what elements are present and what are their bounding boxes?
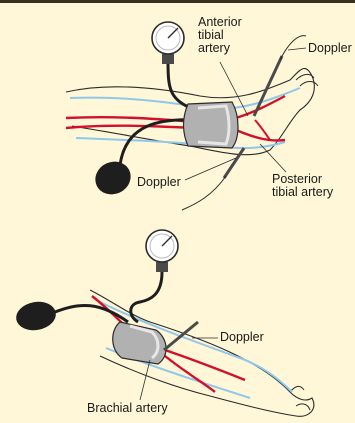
cuff-doppler-label: Doppler [137, 176, 181, 189]
posterior-tibial-artery-label: Posterior tibial artery [272, 173, 333, 199]
arm-figure [14, 230, 314, 416]
ankle-doppler-label: Doppler [308, 42, 352, 55]
ankle-doppler-leader [288, 48, 306, 50]
leg-gauge [152, 22, 184, 64]
ankle-doppler-cable [280, 36, 306, 60]
leg-cuff [184, 102, 239, 148]
arm-bulb [14, 299, 58, 334]
anterior-tibial-artery-label: Anterior tibial artery [198, 16, 242, 55]
leg-bulb [90, 156, 136, 200]
gauge-tube-lower [131, 272, 162, 322]
pta-leader [260, 144, 286, 172]
posterior-doppler-cable [182, 176, 226, 210]
arm-gauge [146, 230, 178, 272]
arm-doppler-label: Doppler [220, 331, 264, 344]
brachial-artery-label: Brachial artery [87, 402, 168, 415]
